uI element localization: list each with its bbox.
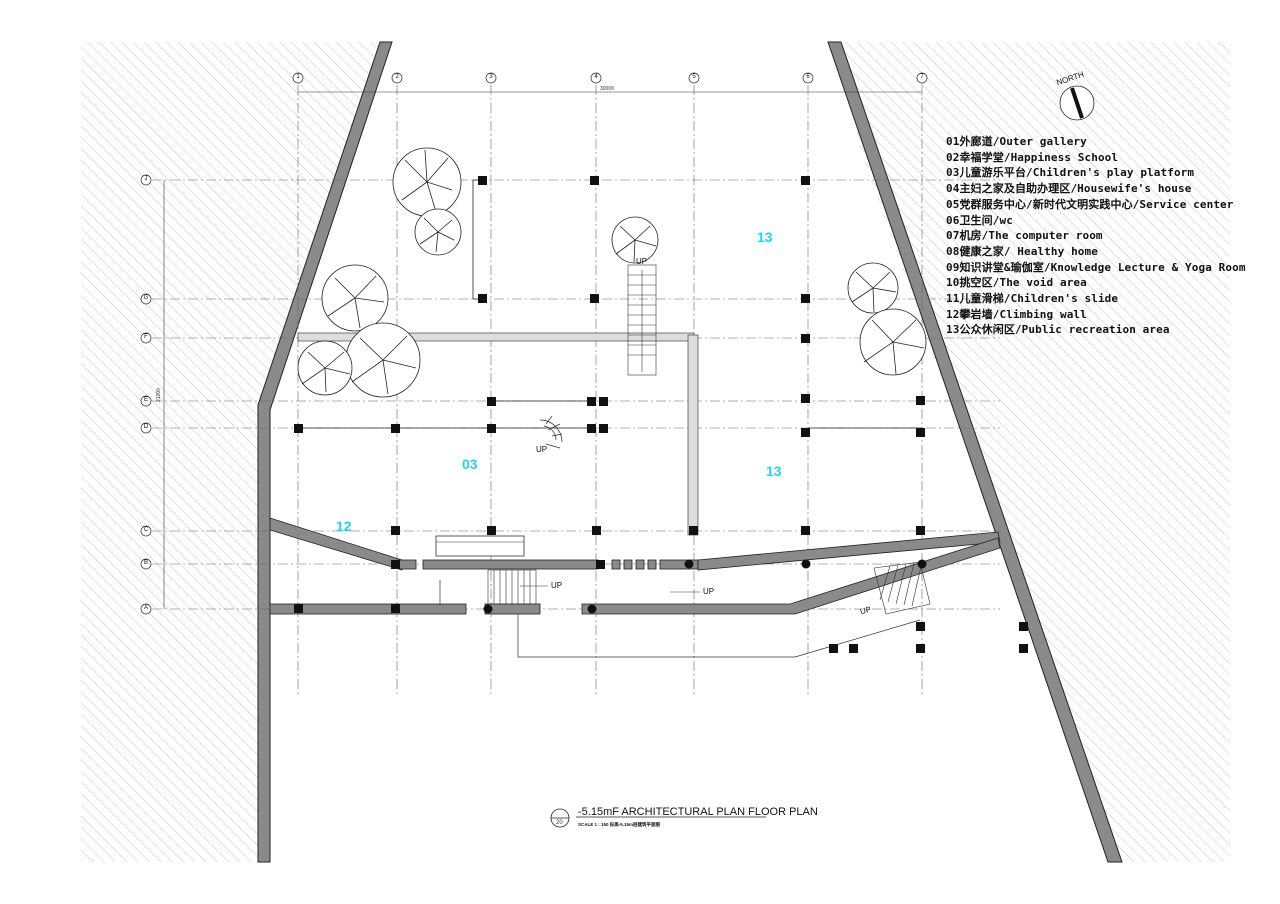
axis-label-left-A: A <box>143 605 148 611</box>
title-symbol-number: 20 <box>556 820 563 826</box>
axis-label-top-7: 7 <box>920 74 924 80</box>
axis-label-top-4: 4 <box>594 74 598 80</box>
columns <box>294 176 1028 653</box>
axis-label-top-6: 6 <box>806 74 810 80</box>
axis-label-left-J: J <box>144 176 148 182</box>
axis-label-top-2: 2 <box>395 74 399 80</box>
tree-2 <box>414 208 462 256</box>
axis-label-top-1: 1 <box>296 74 300 80</box>
room-legend: 01外廊道/Outer gallery 02幸福学堂/Happiness Sch… <box>946 134 1246 338</box>
axis-label-left-D: D <box>143 424 149 430</box>
axis-label-left-B: B <box>143 560 148 566</box>
climbing-wall-vertical <box>687 334 699 536</box>
axis-bubbles-top <box>292 72 928 84</box>
axis-label-left-G: G <box>143 295 149 301</box>
tree-3 <box>321 264 389 332</box>
tree-4 <box>345 322 421 398</box>
axis-label-left-F: F <box>144 334 148 340</box>
legend-item-03: 03儿童游乐平台/Children's play platform <box>946 166 1195 180</box>
hatch-right <box>840 42 1230 862</box>
legend-item-13: 13公众休闲区/Public recreation area <box>946 323 1170 337</box>
legend-item-07: 07机房/The computer room <box>946 229 1103 243</box>
tree-8 <box>859 308 927 376</box>
dimension-lines <box>163 91 922 609</box>
platform-outline <box>298 400 922 429</box>
up-label-lower-stair: UP <box>551 581 563 590</box>
lower-walls <box>269 531 1001 615</box>
legend-item-08: 08健康之家/ Healthy home <box>946 244 1098 258</box>
round-columns <box>483 559 927 614</box>
tree-6 <box>611 216 659 264</box>
legend-item-01: 01外廊道/Outer gallery <box>946 135 1087 148</box>
room-label-13-lower: 13 <box>766 463 782 479</box>
upper-room-outline <box>472 179 487 300</box>
up-label-spiral-stair: UP <box>536 445 548 454</box>
outdoor-path <box>439 580 921 658</box>
lower-stairs <box>487 561 931 615</box>
legend-item-02: 02幸福学堂/Happiness School <box>946 150 1119 164</box>
legend-item-06: 06卫生间/wc <box>946 213 1013 227</box>
tree-1 <box>392 147 462 217</box>
dimension-top: 30000 <box>600 86 614 92</box>
hatch-left <box>81 42 378 862</box>
legend-item-10: 10挑空区/The void area <box>946 276 1087 290</box>
room-label-12: 12 <box>336 518 352 534</box>
legend-item-05: 05党群服务中心/新时代文明实践中心/Service center <box>946 197 1234 211</box>
axis-label-left-C: C <box>143 527 149 533</box>
right-wall <box>827 41 1123 863</box>
bench <box>435 535 525 557</box>
legend-item-12: 12攀岩墙/Climbing wall <box>946 307 1087 321</box>
room-label-13-upper: 13 <box>757 229 773 245</box>
north-arrow <box>1059 85 1095 121</box>
plan-title: -5.15mF ARCHITECTURAL PLAN FLOOR PLAN <box>578 806 818 818</box>
dimension-left: 21000 <box>155 388 162 402</box>
spiral-stair <box>539 415 563 449</box>
axis-label-top-5: 5 <box>692 74 696 80</box>
up-label-corridor: UP <box>703 587 715 596</box>
axis-bubbles-left <box>140 174 152 615</box>
plan-scale: SCALE 1 : 150 标高-5.15m层建筑平面图 <box>578 822 661 827</box>
tree-7 <box>847 262 899 314</box>
legend-item-11: 11儿童滑梯/Children's slide <box>946 292 1119 306</box>
legend-item-04: 04主妇之家及自助办理区/Housewife's house <box>946 182 1192 196</box>
axis-label-top-3: 3 <box>489 74 493 80</box>
main-stair <box>627 264 657 376</box>
legend-item-09: 09知识讲堂&瑜伽室/Knowledge Lecture & Yoga Room <box>946 260 1246 274</box>
title-symbol <box>550 808 766 828</box>
trees <box>297 147 927 398</box>
slide-wall <box>269 517 403 571</box>
room-label-03: 03 <box>462 456 478 472</box>
up-label-main-stair: UP <box>636 257 648 266</box>
tree-5 <box>297 340 353 396</box>
left-wall <box>257 41 393 863</box>
axis-label-left-E: E <box>143 397 148 403</box>
